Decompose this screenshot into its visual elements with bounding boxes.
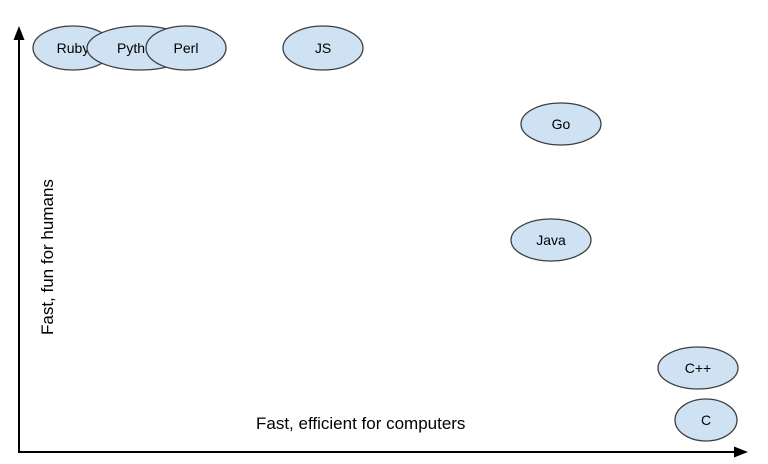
x-axis bbox=[18, 446, 748, 458]
bubble-label-cpp: C++ bbox=[685, 360, 711, 376]
bubble-label-perl: Perl bbox=[174, 40, 199, 56]
y-axis bbox=[13, 26, 25, 452]
bubble-go: Go bbox=[520, 102, 602, 146]
x-axis-label: Fast, efficient for computers bbox=[256, 414, 465, 433]
x-axis-arrow-icon bbox=[734, 446, 748, 458]
bubble-java: Java bbox=[510, 218, 592, 262]
bubble-label-python: Pyth bbox=[117, 40, 145, 56]
y-axis-label: Fast, fun for humans bbox=[38, 179, 57, 335]
bubble-perl: Perl bbox=[145, 25, 227, 71]
bubble-label-java: Java bbox=[536, 232, 566, 248]
bubble-label-ruby: Ruby bbox=[57, 40, 90, 56]
bubble-label-go: Go bbox=[552, 116, 571, 132]
bubble-cpp: C++ bbox=[657, 346, 739, 390]
bubble-c: C bbox=[674, 398, 738, 442]
bubble-label-c: C bbox=[701, 412, 711, 428]
y-axis-arrow-icon bbox=[13, 26, 25, 40]
bubble-label-js: JS bbox=[315, 40, 331, 56]
bubble-js: JS bbox=[282, 25, 364, 71]
